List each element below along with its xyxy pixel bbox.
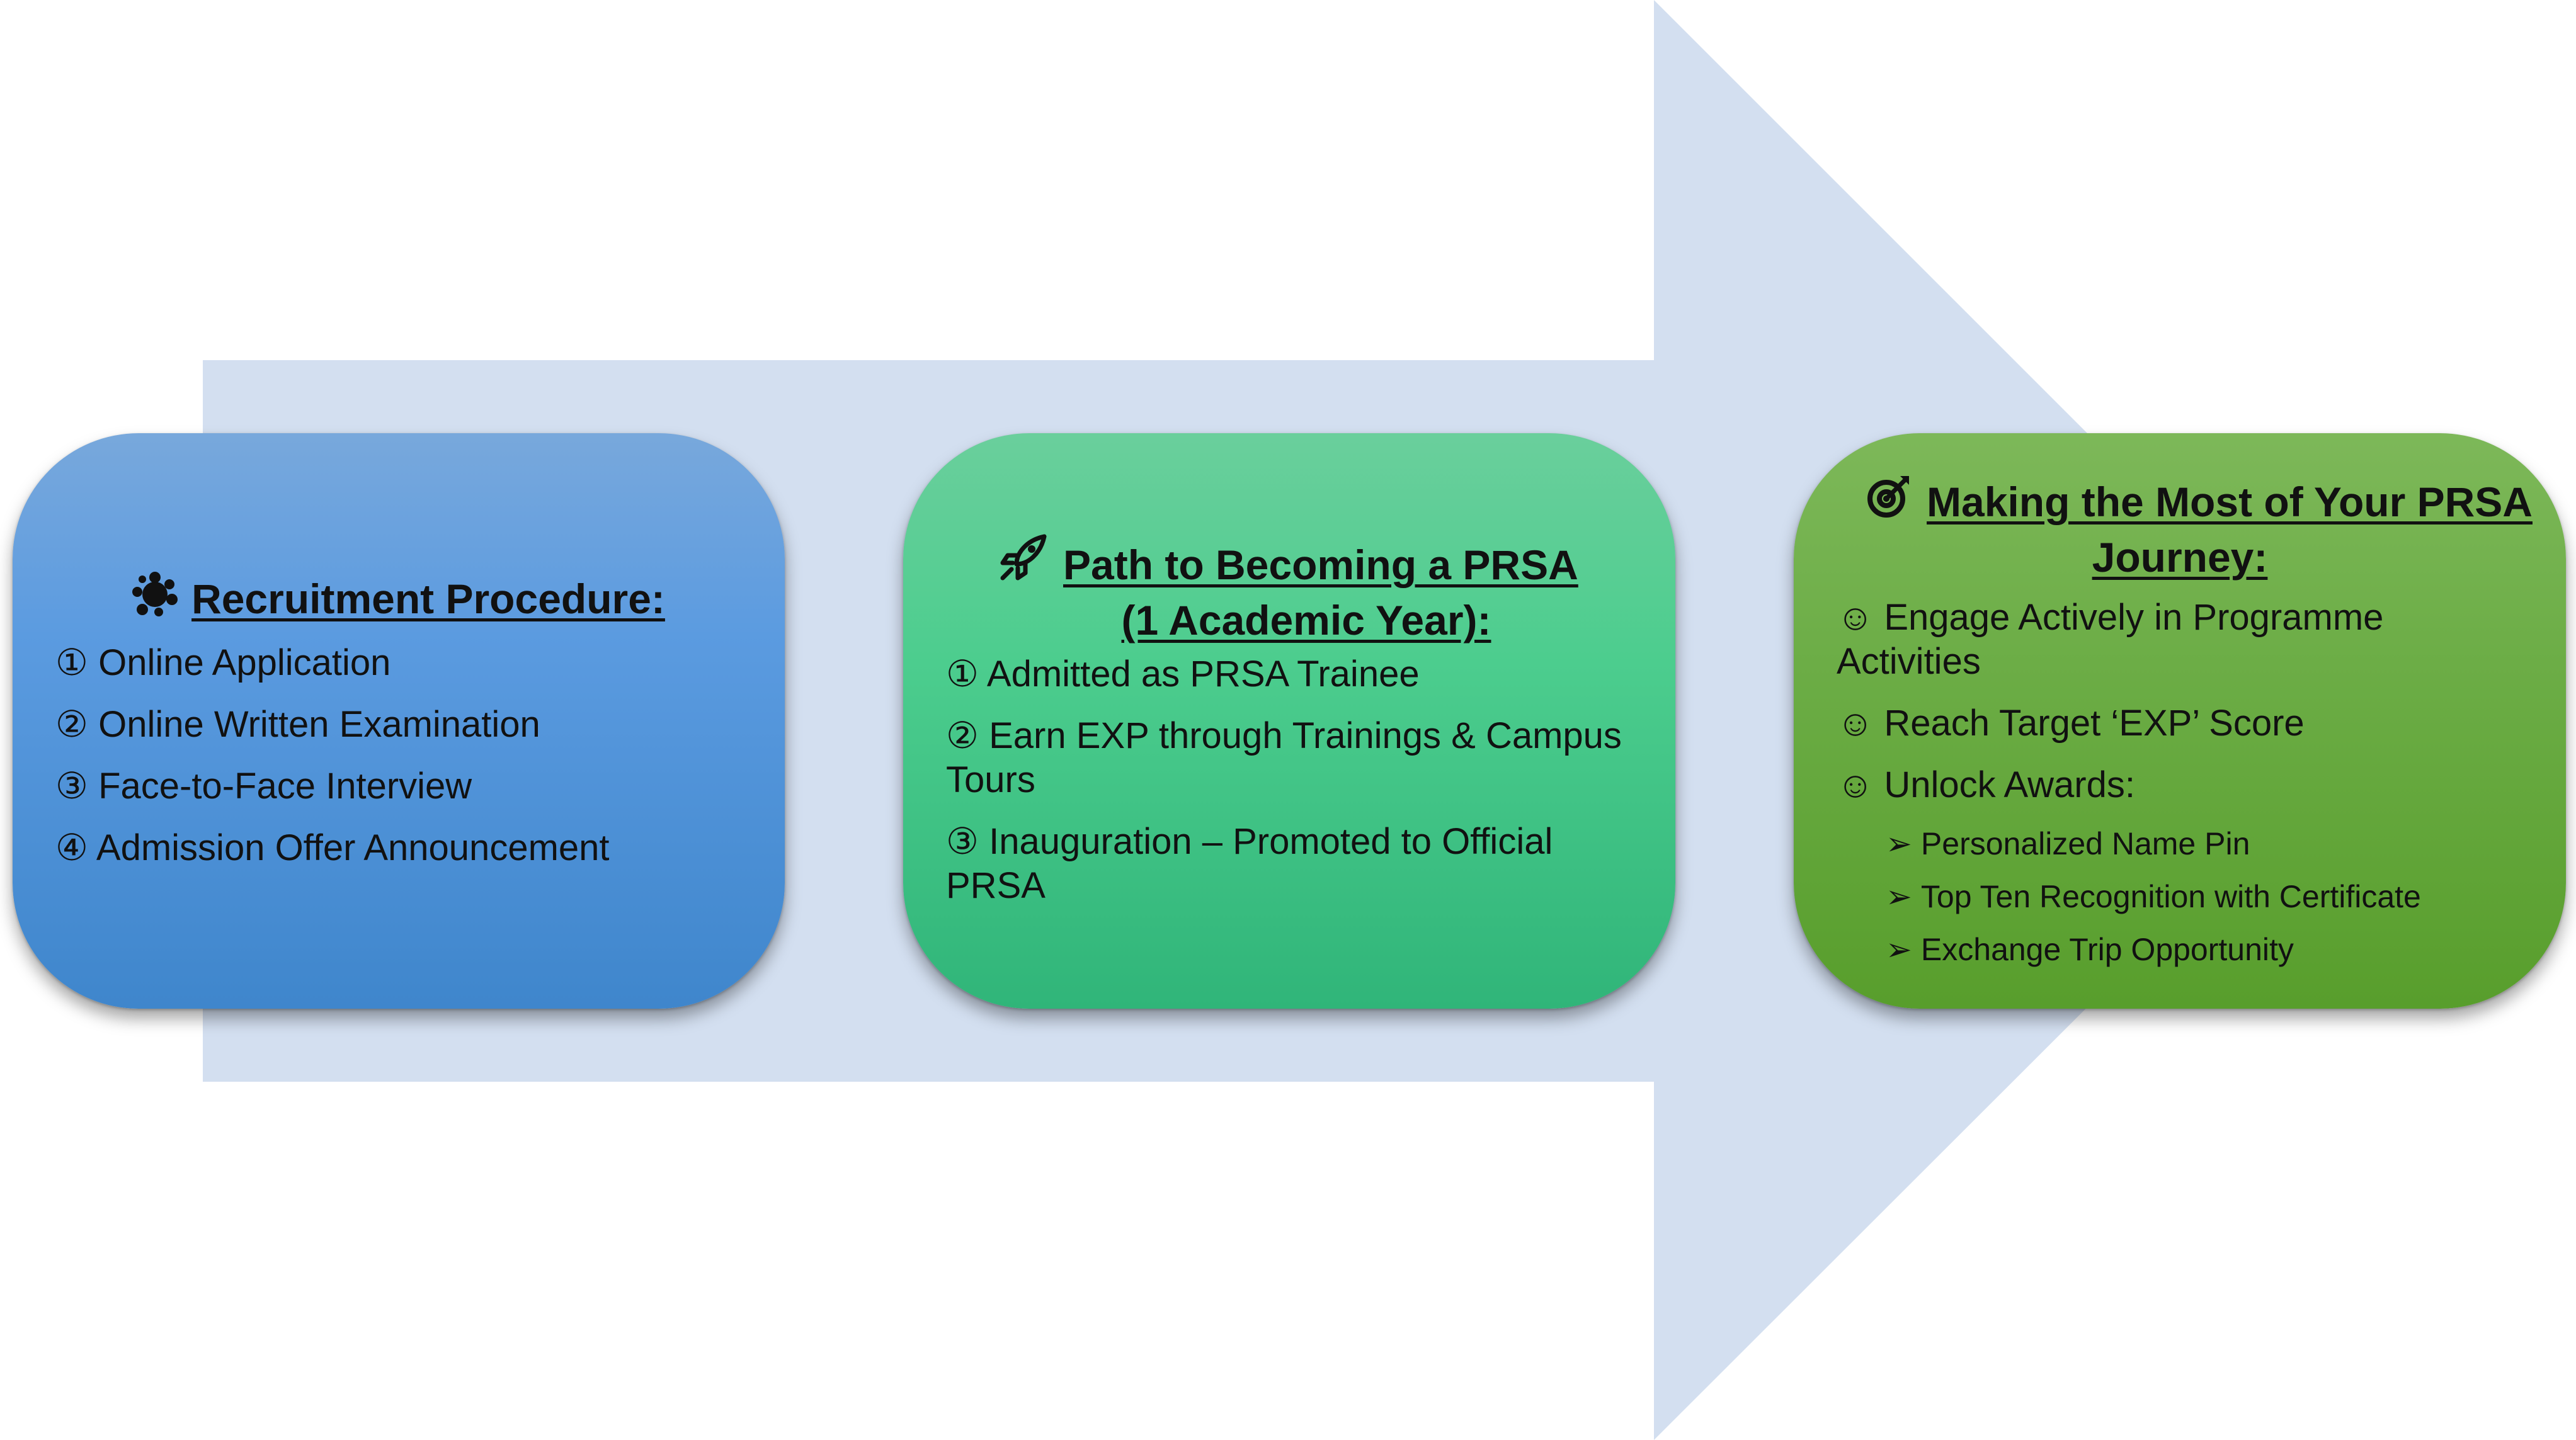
- path-steps-list: ① Admitted as PRSA Trainee ② Earn EXP th…: [946, 652, 1651, 908]
- arrow-bullet-icon: ➢: [1886, 932, 1912, 967]
- list-item: ① Online Application: [55, 642, 391, 683]
- path-stage-box: Path to Becoming a PRSA (1 Academic Year…: [903, 433, 1675, 1009]
- list-item: ☺ Unlock Awards:: [1837, 764, 2135, 805]
- recruitment-stage-box: Recruitment Procedure: ① Online Applicat…: [13, 433, 785, 1009]
- splat-icon: [132, 572, 178, 628]
- awards-list: ➢Personalized Name Pin ➢Top Ten Recognit…: [1886, 817, 2541, 976]
- journey-title-line1: Making the Most of Your PRSA: [1927, 479, 2533, 525]
- list-item: ④ Admission Offer Announcement: [55, 827, 610, 868]
- award-item: ➢Personalized Name Pin: [1886, 826, 2250, 861]
- list-item: ③ Inauguration – Promoted to Official PR…: [946, 821, 1553, 906]
- list-item: ① Admitted as PRSA Trainee: [946, 654, 1420, 694]
- journey-stage-box: Making the Most of Your PRSA Journey: ☺ …: [1794, 433, 2566, 1009]
- target-icon: [1865, 472, 1913, 531]
- award-item: ➢Top Ten Recognition with Certificate: [1886, 879, 2421, 914]
- journey-title: Making the Most of Your PRSA Journey:: [1794, 472, 2566, 583]
- arrow-bullet-icon: ➢: [1886, 826, 1912, 861]
- award-item: ➢Exchange Trip Opportunity: [1886, 932, 2294, 967]
- arrow-bullet-icon: ➢: [1886, 879, 1912, 914]
- list-item: ☺ Engage Actively in Programme Activitie…: [1837, 597, 2384, 682]
- path-title-line1: Path to Becoming a PRSA: [1063, 541, 1578, 588]
- recruitment-title-text: Recruitment Procedure:: [191, 575, 665, 622]
- path-title-line2: (1 Academic Year):: [1121, 597, 1491, 643]
- list-item: ☺ Reach Target ‘EXP’ Score: [1837, 703, 2305, 744]
- recruitment-steps-list: ① Online Application ② Online Written Ex…: [55, 641, 755, 870]
- list-item: ② Online Written Examination: [55, 704, 540, 745]
- list-item: ③ Face-to-Face Interview: [55, 766, 472, 807]
- recruitment-title: Recruitment Procedure:: [13, 572, 785, 628]
- rocket-icon: [998, 531, 1049, 594]
- journey-title-line2: Journey:: [2092, 534, 2268, 581]
- list-item: ② Earn EXP through Trainings & Campus To…: [946, 715, 1622, 800]
- journey-items-list: ☺ Engage Actively in Programme Activitie…: [1837, 596, 2523, 807]
- path-title: Path to Becoming a PRSA (1 Academic Year…: [903, 531, 1675, 646]
